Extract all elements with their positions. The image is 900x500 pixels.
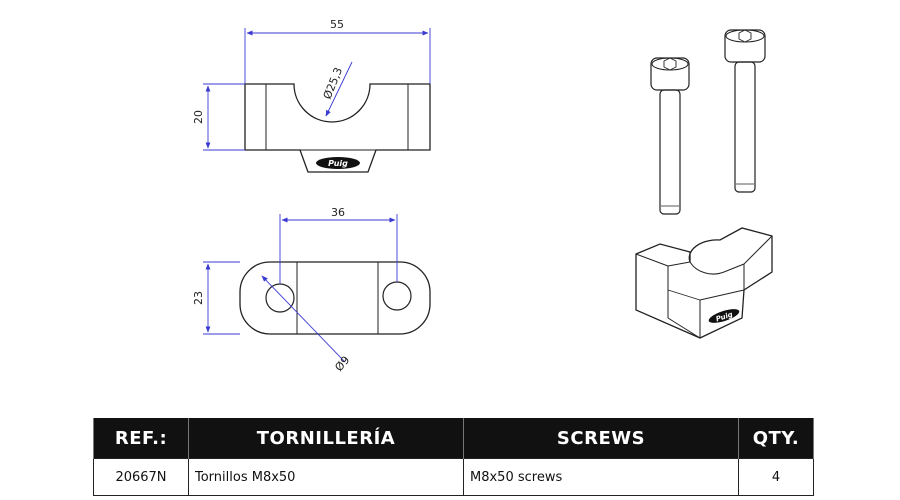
front-height-label: 20	[192, 110, 205, 124]
screw-left	[650, 57, 690, 215]
front-width-label: 55	[330, 18, 344, 31]
table-header-row: REF.: TORNILLERÍA SCREWS QTY.	[93, 418, 814, 459]
cell-ref: 20667N	[93, 458, 189, 496]
bottom-view-outline	[239, 261, 431, 335]
header-ref: REF.:	[93, 418, 189, 459]
screw-right	[724, 29, 766, 193]
bottom-view: 36 23 Ø9	[192, 206, 431, 374]
technical-drawing: 55 20 Ø25,3 Puig 36 23 Ø9	[192, 18, 773, 374]
hole-diameter-label: Ø9	[332, 354, 352, 374]
puig-logo: Puig	[316, 157, 360, 169]
cell-qty: 4	[738, 458, 814, 496]
header-qty: QTY.	[738, 418, 814, 459]
cell-tornilleria: Tornillos M8x50	[188, 458, 464, 496]
front-view: 55 20 Ø25,3 Puig	[192, 18, 431, 173]
header-screws: SCREWS	[463, 418, 739, 459]
svg-text:Puig: Puig	[328, 159, 348, 168]
left-hole	[265, 283, 295, 313]
table-row: 20667N Tornillos M8x50 M8x50 screws 4	[93, 458, 814, 496]
front-view-outline	[244, 83, 431, 173]
iso-clamp: Puig	[635, 227, 773, 339]
iso-puig-logo: Puig	[708, 309, 740, 323]
right-hole	[382, 281, 412, 311]
header-tornilleria: TORNILLERÍA	[188, 418, 464, 459]
cell-screws: M8x50 screws	[463, 458, 739, 496]
bottom-height-label: 23	[192, 291, 205, 305]
hole-spacing-label: 36	[331, 206, 345, 219]
svg-text:Puig: Puig	[715, 310, 734, 323]
hardware-table: REF.: TORNILLERÍA SCREWS QTY. 20667N Tor…	[93, 418, 814, 496]
